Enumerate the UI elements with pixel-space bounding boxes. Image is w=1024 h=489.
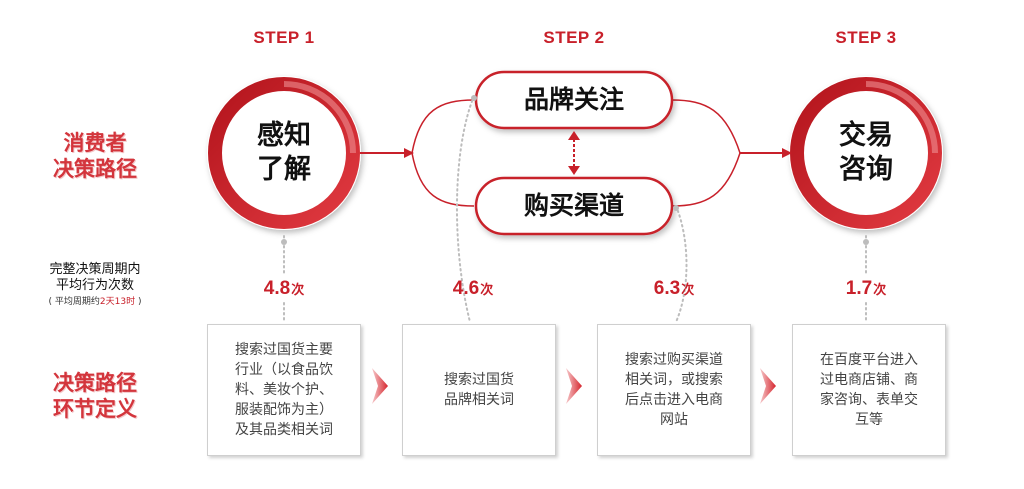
step3-line1: 交易 [839, 120, 893, 151]
step1-line2: 了解 [257, 154, 311, 185]
step1-line1: 感知 [257, 120, 311, 151]
definition-box-purchase-channel: 搜索过购买渠道 相关词，或搜索 后点击进入电商 网站 [597, 324, 751, 456]
step2-label: STEP 2 [543, 28, 605, 47]
definition-box-step1: 搜索过国货主要 行业（以食品饮 料、美妆个护、 服装配饰为主） 及其品类相关词 [207, 324, 361, 456]
chevron-right-icon [372, 368, 388, 404]
definition-title-line1: 决策路径 [53, 371, 137, 395]
definition-box-brand-attention: 搜索过国货 品牌相关词 [402, 324, 556, 456]
definition-box-step3: 在百度平台进入 过电商店铺、商 家咨询、表单交 互等 [792, 324, 946, 456]
definition-text-step1: 搜索过国货主要 行业（以食品饮 料、美妆个护、 服装配饰为主） 及其品类相关词 [235, 342, 333, 438]
count-step1: 4.8次 [263, 278, 305, 299]
step1-circle-text: 感知 了解 [229, 119, 339, 187]
count-brand-attention: 4.6次 [452, 278, 494, 299]
chevron-right-icon [760, 368, 776, 404]
step1-circle [207, 76, 361, 230]
frequency-label: 完整决策周期内 平均行为次数 ( 平均周期约2天13时 ) [10, 262, 180, 307]
definition-title-line2: 环节定义 [53, 397, 137, 421]
definition-text-step3: 在百度平台进入 过电商店铺、商 家咨询、表单交 互等 [820, 352, 918, 428]
step1-label: STEP 1 [253, 28, 315, 47]
connector-right-bottom [671, 152, 741, 207]
step3-line2: 咨询 [839, 154, 893, 185]
step3-label: STEP 3 [835, 28, 897, 47]
frequency-line1: 完整决策周期内 [49, 262, 141, 277]
pill-purchase-channel [474, 176, 674, 236]
chevron-right-icon [566, 368, 582, 404]
definition-text-purchase-channel: 搜索过购买渠道 相关词，或搜索 后点击进入电商 网站 [625, 352, 723, 428]
count-purchase-channel: 6.3次 [653, 278, 695, 299]
connector-right-top [671, 99, 741, 154]
cycle-duration: 2天13时 [99, 297, 136, 307]
path-title-line2: 决策路径 [53, 157, 137, 181]
step3-circle [789, 76, 943, 230]
pill-arrow-down-icon [568, 166, 580, 175]
connector-left-top [411, 99, 475, 154]
consumer-decision-path-label: 消费者 决策路径 [35, 130, 155, 182]
count-step3: 1.7次 [845, 278, 887, 299]
pill-brand-attention-text: 品牌关注 [523, 85, 624, 114]
connector-left-bottom [411, 152, 475, 207]
decision-step-definition-label: 决策路径 环节定义 [35, 370, 155, 422]
definition-text-brand-attention: 搜索过国货 品牌相关词 [444, 372, 514, 408]
frequency-note: ( 平均周期约2天13时 ) [48, 297, 142, 307]
pill-arrow-up-icon [568, 131, 580, 140]
pill-purchase-channel-text: 购买渠道 [523, 191, 624, 220]
frequency-line2: 平均行为次数 [55, 278, 134, 293]
path-title-line1: 消费者 [63, 131, 127, 155]
step3-circle-text: 交易 咨询 [811, 119, 921, 187]
